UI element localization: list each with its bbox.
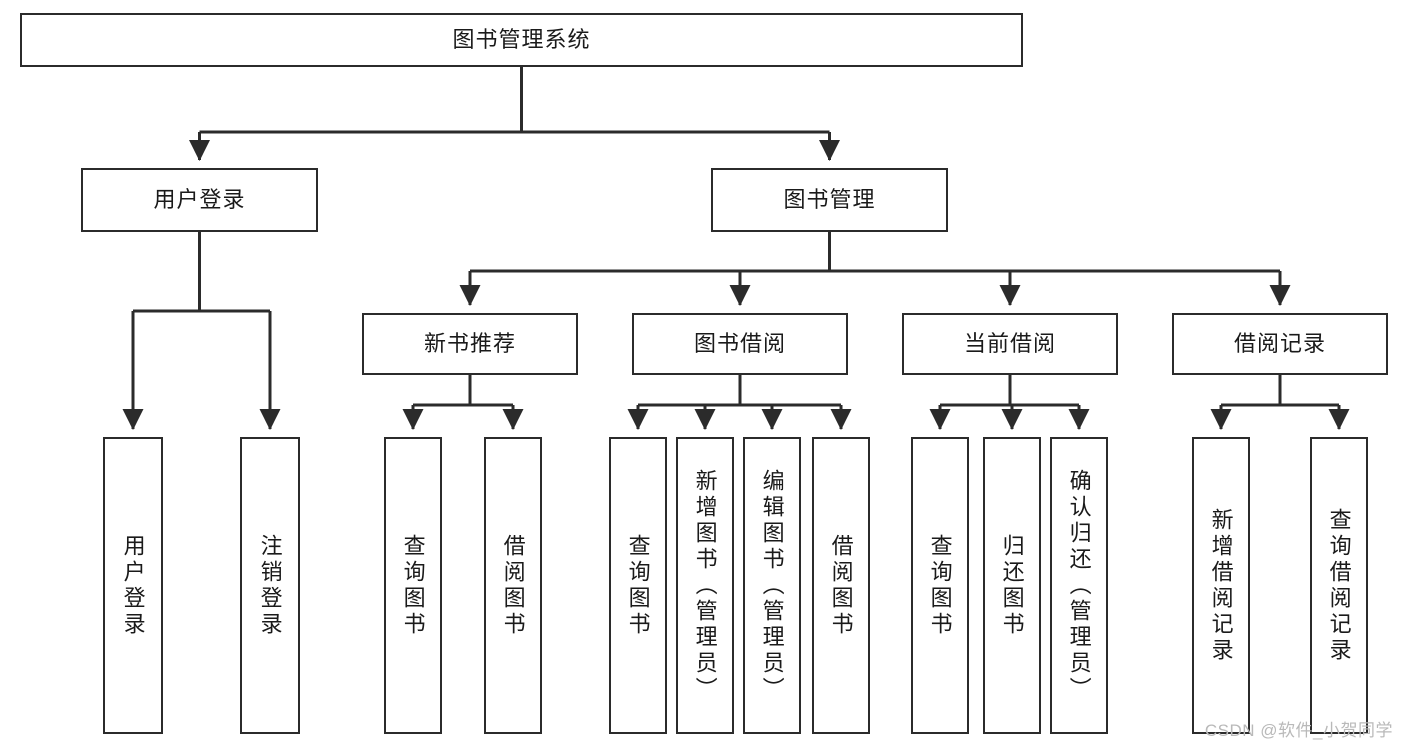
node-leaf-return-book-label: 归还图书 xyxy=(999,533,1025,638)
node-borrow-record-label: 借阅记录 xyxy=(1233,330,1326,356)
node-leaf-add-book[interactable]: 新增图书（管理员） xyxy=(676,437,734,734)
node-leaf-edit-book[interactable]: 编辑图书（管理员） xyxy=(743,437,801,734)
node-leaf-logout-label: 注销登录 xyxy=(257,533,283,638)
node-leaf-query-book-borrow-label: 查询图书 xyxy=(625,533,651,638)
node-new-book-rec[interactable]: 新书推荐 xyxy=(362,313,578,375)
node-leaf-user-login-label: 用户登录 xyxy=(120,533,146,638)
node-book-manage[interactable]: 图书管理 xyxy=(711,168,948,232)
node-book-manage-label: 图书管理 xyxy=(783,186,876,212)
node-book-borrow-label: 图书借阅 xyxy=(693,330,786,356)
node-leaf-borrow-book-rec[interactable]: 借阅图书 xyxy=(484,437,542,734)
node-leaf-confirm-return[interactable]: 确认归还（管理员） xyxy=(1050,437,1108,734)
node-new-book-rec-label: 新书推荐 xyxy=(423,330,516,356)
node-book-borrow[interactable]: 图书借阅 xyxy=(632,313,848,375)
watermark: CSDN @软件_小贺同学 xyxy=(1204,721,1393,740)
node-leaf-user-login[interactable]: 用户登录 xyxy=(103,437,163,734)
node-leaf-add-record-label: 新增借阅记录 xyxy=(1208,507,1234,664)
node-current-borrow-label: 当前借阅 xyxy=(963,330,1056,356)
node-leaf-query-record-label: 查询借阅记录 xyxy=(1326,507,1352,664)
node-leaf-edit-book-label: 编辑图书（管理员） xyxy=(759,468,785,703)
node-leaf-add-record[interactable]: 新增借阅记录 xyxy=(1192,437,1250,734)
node-leaf-query-record[interactable]: 查询借阅记录 xyxy=(1310,437,1368,734)
node-current-borrow[interactable]: 当前借阅 xyxy=(902,313,1118,375)
node-leaf-add-book-label: 新增图书（管理员） xyxy=(692,468,718,703)
node-user-login-label: 用户登录 xyxy=(153,186,246,212)
node-borrow-record[interactable]: 借阅记录 xyxy=(1172,313,1388,375)
node-leaf-query-book-cur[interactable]: 查询图书 xyxy=(911,437,969,734)
node-leaf-confirm-return-label: 确认归还（管理员） xyxy=(1066,468,1092,703)
node-leaf-borrow-book[interactable]: 借阅图书 xyxy=(812,437,870,734)
node-leaf-query-book-borrow[interactable]: 查询图书 xyxy=(609,437,667,734)
node-leaf-query-book-cur-label: 查询图书 xyxy=(927,533,953,638)
node-leaf-borrow-book-rec-label: 借阅图书 xyxy=(500,533,526,638)
node-leaf-query-book-rec[interactable]: 查询图书 xyxy=(384,437,442,734)
node-leaf-logout[interactable]: 注销登录 xyxy=(240,437,300,734)
node-root[interactable]: 图书管理系统 xyxy=(20,13,1023,67)
node-leaf-return-book[interactable]: 归还图书 xyxy=(983,437,1041,734)
node-leaf-borrow-book-label: 借阅图书 xyxy=(828,533,854,638)
node-root-label: 图书管理系统 xyxy=(452,26,591,52)
node-leaf-query-book-rec-label: 查询图书 xyxy=(400,533,426,638)
node-user-login[interactable]: 用户登录 xyxy=(81,168,318,232)
